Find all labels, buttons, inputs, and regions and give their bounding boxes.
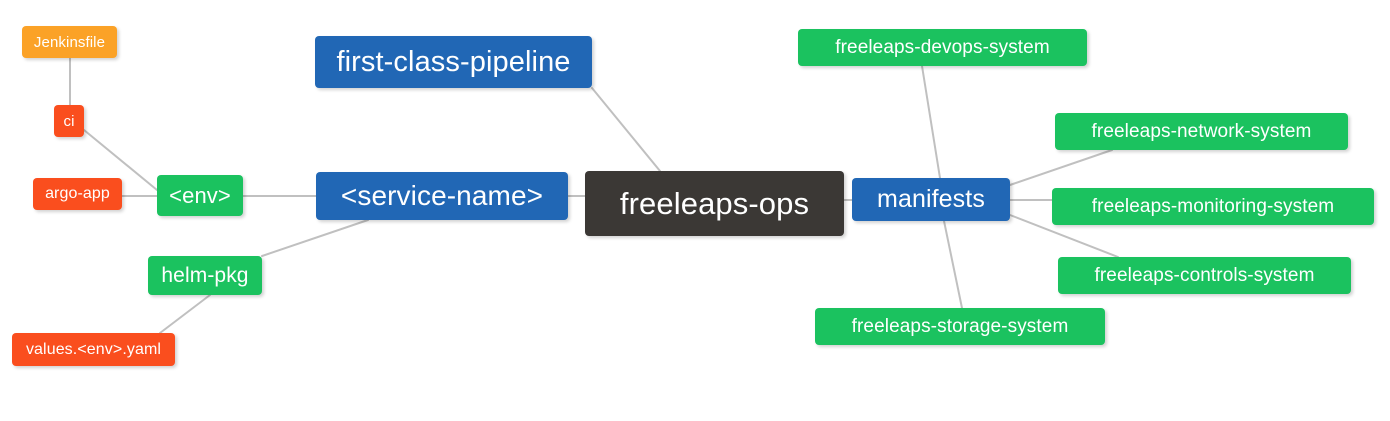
node-storage[interactable]: freeleaps-storage-system xyxy=(815,308,1105,345)
node-controls[interactable]: freeleaps-controls-system xyxy=(1058,257,1351,294)
node-root[interactable]: freeleaps-ops xyxy=(585,171,844,236)
edge-manifests-to-network xyxy=(1009,149,1113,186)
node-devops[interactable]: freeleaps-devops-system xyxy=(798,29,1087,66)
node-ci[interactable]: ci xyxy=(54,105,84,137)
node-env[interactable]: <env> xyxy=(157,175,243,216)
node-service-name[interactable]: <service-name> xyxy=(316,172,568,220)
node-manifests[interactable]: manifests xyxy=(852,178,1010,221)
edge-pipeline-to-root xyxy=(591,87,661,172)
node-argo-app[interactable]: argo-app xyxy=(33,178,122,210)
edge-manifests-to-devops xyxy=(921,65,941,179)
node-helm-pkg[interactable]: helm-pkg xyxy=(148,256,262,295)
node-monitoring[interactable]: freeleaps-monitoring-system xyxy=(1052,188,1374,225)
node-values-yaml[interactable]: values.<env>.yaml xyxy=(12,333,175,366)
edge-values-yaml-to-helm-pkg xyxy=(159,294,211,334)
edge-helm-pkg-to-service-name xyxy=(261,219,369,257)
edge-manifests-to-storage xyxy=(943,220,963,309)
node-pipeline[interactable]: first-class-pipeline xyxy=(315,36,592,88)
node-jenkinsfile[interactable]: Jenkinsfile xyxy=(22,26,117,58)
node-network[interactable]: freeleaps-network-system xyxy=(1055,113,1348,150)
